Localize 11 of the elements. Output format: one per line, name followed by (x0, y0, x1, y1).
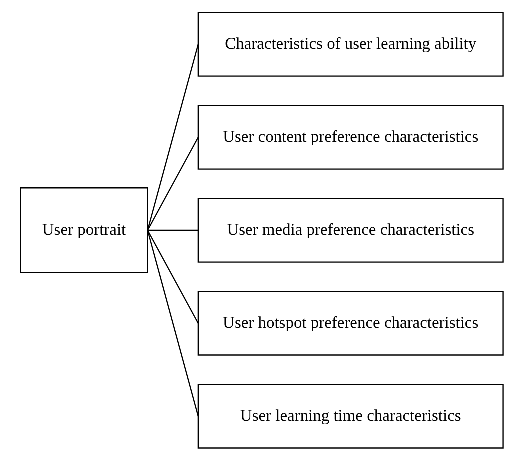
connector (146, 230, 198, 417)
node-box: User media preference characteristics (197, 198, 504, 263)
connector (146, 230, 198, 324)
node-box: User portrait (20, 188, 148, 274)
node-box: Characteristics of user learning ability (197, 12, 504, 77)
connector (147, 230, 198, 232)
node-box: User hotspot preference characteristics (197, 291, 504, 356)
connector (146, 137, 198, 231)
node-box: User content preference characteristics (197, 105, 504, 170)
connector (146, 44, 198, 231)
node-box: User learning time characteristics (197, 384, 504, 449)
